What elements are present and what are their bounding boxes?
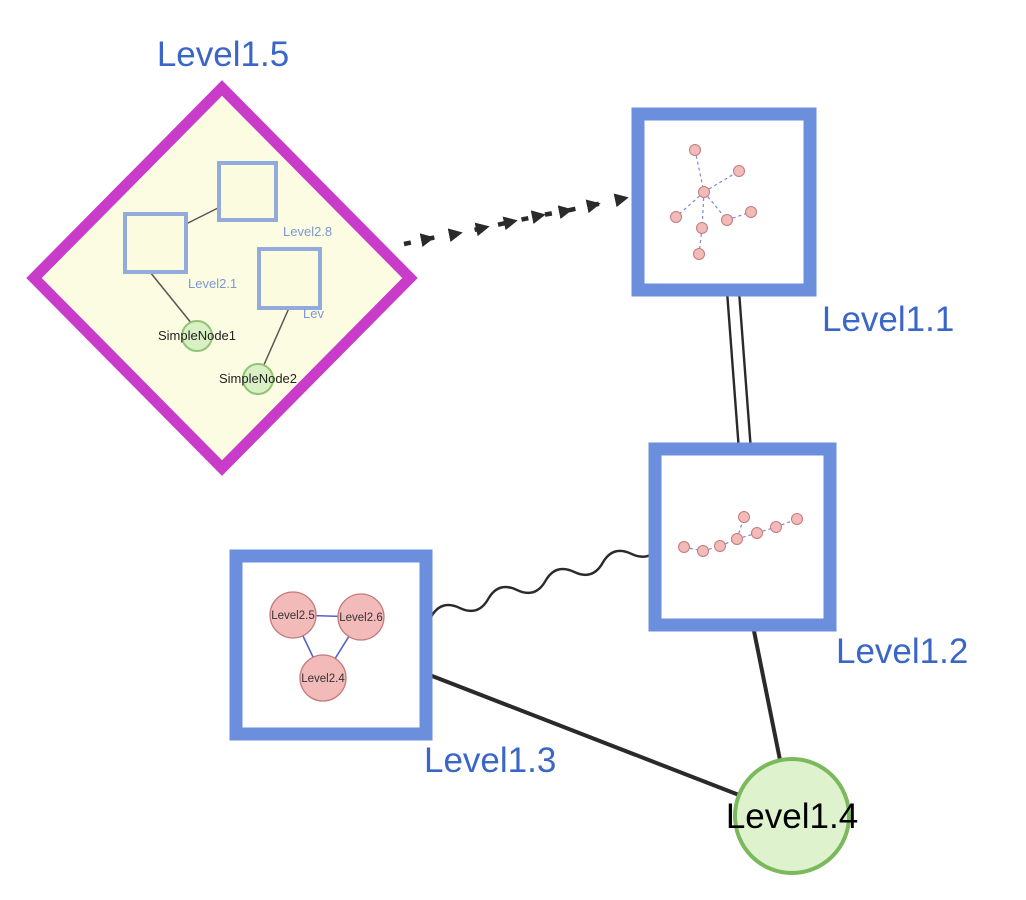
node-level2-1[interactable] [123, 212, 188, 274]
edge-level1-5-to-level1-1[interactable] [403, 193, 629, 247]
node-level1-5[interactable]: Level2.8 Level2.1 Lev SimpleNode1 Simple… [26, 35, 418, 476]
level1-5-inner-edges [149, 206, 290, 368]
node-level2-8[interactable] [217, 161, 278, 222]
node-level1-1[interactable]: Level1.1 [631, 107, 954, 339]
edge-level1-3-to-level1-4[interactable] [426, 672, 740, 797]
level1-3-label: Level1.3 [424, 741, 556, 780]
level2-1-label: Level2.1 [188, 276, 237, 291]
node-level2-6[interactable] [337, 593, 385, 641]
level2-lev-label: Lev [303, 306, 324, 321]
level1-2-inner-nodes [678, 511, 803, 557]
level1-5-label: Level1.5 [157, 35, 289, 74]
level1-1-shape[interactable] [631, 107, 817, 297]
level1-1-label: Level1.1 [822, 300, 954, 339]
node-simplenode1[interactable] [181, 320, 213, 352]
level1-2-label: Level1.2 [836, 632, 968, 671]
level1-4-shape[interactable] [733, 757, 851, 875]
level2-8-label: Level2.8 [283, 224, 332, 239]
node-level2-5[interactable] [269, 591, 317, 639]
node-level1-2[interactable]: Level1.2 [648, 442, 968, 671]
level1-3-shape[interactable] [229, 549, 433, 741]
simplenode2-label: SimpleNode2 [219, 371, 297, 386]
edge-level1-1-to-level1-2[interactable] [725, 290, 753, 452]
simplenode1-label: SimpleNode1 [158, 328, 236, 343]
node-level1-3[interactable]: Level2.5 Level2.6 Level2.4 Level1.3 [229, 549, 556, 780]
edge-level1-3-to-level1-2[interactable] [429, 538, 662, 624]
edge-level1-2-to-level1-4[interactable] [751, 625, 782, 761]
level2-6-label: Level2.6 [339, 612, 382, 624]
node-level2-4[interactable] [299, 654, 347, 702]
node-level2-lev[interactable] [257, 247, 322, 310]
level1-1-inner-nodes [670, 144, 757, 260]
level2-5-label: Level2.5 [271, 610, 314, 622]
level1-5-diamond-shape[interactable] [26, 80, 418, 476]
level2-4-label: Level2.4 [301, 673, 345, 685]
level1-4-label: Level1.4 [726, 797, 858, 836]
edges-layer [403, 193, 782, 797]
level1-1-inner-graph [675, 149, 752, 255]
node-simplenode2[interactable] [242, 363, 274, 395]
node-level1-4[interactable]: Level1.4 [726, 757, 858, 875]
